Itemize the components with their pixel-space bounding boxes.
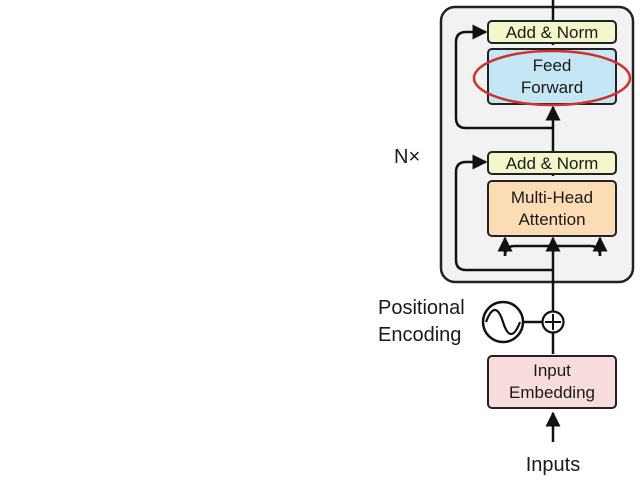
add-norm-box-lower <box>487 151 617 175</box>
add-operator-icon <box>541 310 565 334</box>
feed-forward-label-line2: Forward <box>521 78 583 97</box>
multi-head-attention-label-line1: Multi-Head <box>511 188 593 207</box>
positional-encoding-label-line1: Positional <box>378 297 465 319</box>
input-embedding-label-line1: Input <box>533 361 571 380</box>
sine-wave-icon <box>481 300 525 344</box>
attention-input-branches <box>497 236 608 257</box>
input-embedding-label-line2: Embedding <box>509 383 595 402</box>
add-norm-box-top <box>487 20 617 44</box>
positional-encoding-label-line2: Encoding <box>378 324 461 346</box>
feed-forward-highlight-ring <box>472 49 632 107</box>
add-norm-label-lower: Add & Norm <box>506 154 599 173</box>
multi-head-attention-box <box>487 180 617 237</box>
residual-connections <box>454 24 553 272</box>
multi-head-attention-label-line2: Attention <box>518 210 585 229</box>
inputs-label: Inputs <box>526 454 580 476</box>
add-norm-label-top: Add & Norm <box>506 23 599 42</box>
input-embedding-box <box>487 355 617 409</box>
feed-forward-label-line1: Feed <box>533 56 572 75</box>
repeat-count-label: N× <box>394 146 420 168</box>
